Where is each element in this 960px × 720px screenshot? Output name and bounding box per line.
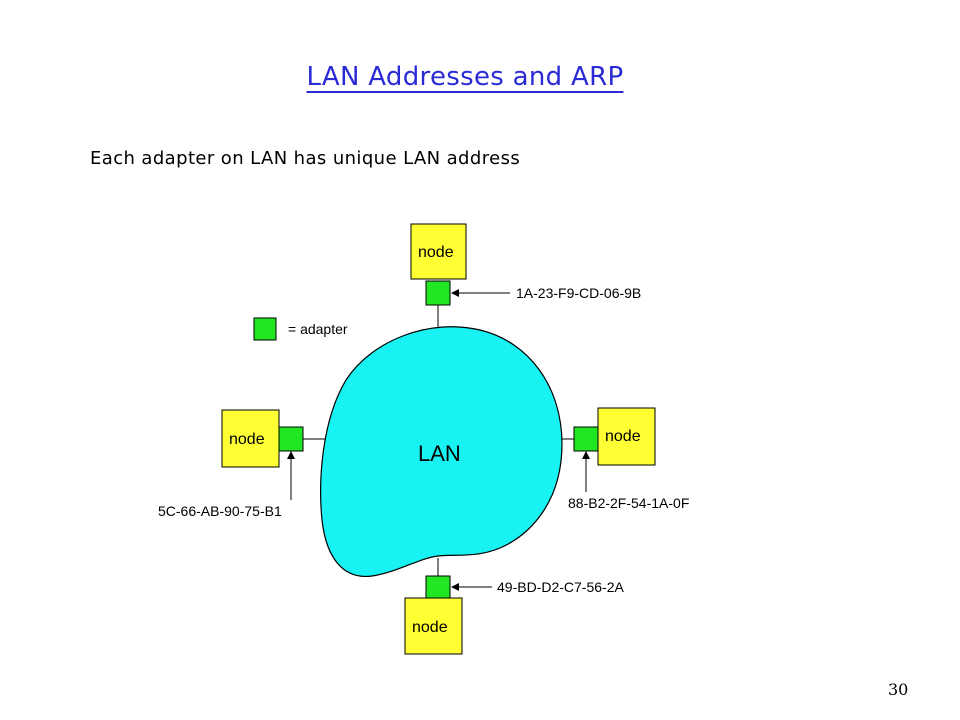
page-number: 30 — [888, 680, 909, 699]
legend-adapter-label: = adapter — [288, 321, 348, 337]
arrow-right-head — [582, 451, 590, 459]
node-left-label: node — [229, 431, 265, 448]
adapter-bottom — [425, 575, 451, 599]
adapter-right — [573, 426, 599, 452]
legend-adapter-swatch — [253, 317, 277, 341]
node-top — [410, 223, 467, 280]
node-bottom — [404, 597, 463, 655]
node-right-label: node — [605, 428, 641, 445]
address-left: 5C-66-AB-90-75-B1 — [158, 503, 282, 519]
lan-label: LAN — [418, 441, 461, 466]
address-right: 88-B2-2F-54-1A-0F — [568, 495, 689, 511]
node-bottom-label: node — [412, 619, 448, 636]
adapter-left — [278, 426, 304, 452]
arrow-top-head — [451, 289, 459, 297]
lan-cloud — [320, 326, 563, 577]
node-top-label: node — [418, 244, 454, 261]
slide-subtitle: Each adapter on LAN has unique LAN addre… — [90, 148, 521, 169]
address-bottom: 49-BD-D2-C7-56-2A — [497, 579, 624, 595]
slide-title: LAN Addresses and ARP — [306, 62, 624, 92]
arrow-left-head — [287, 451, 295, 459]
address-top: 1A-23-F9-CD-06-9B — [516, 285, 641, 301]
node-right — [597, 407, 656, 466]
arrow-bottom-head — [451, 583, 459, 591]
adapter-top — [425, 280, 451, 306]
